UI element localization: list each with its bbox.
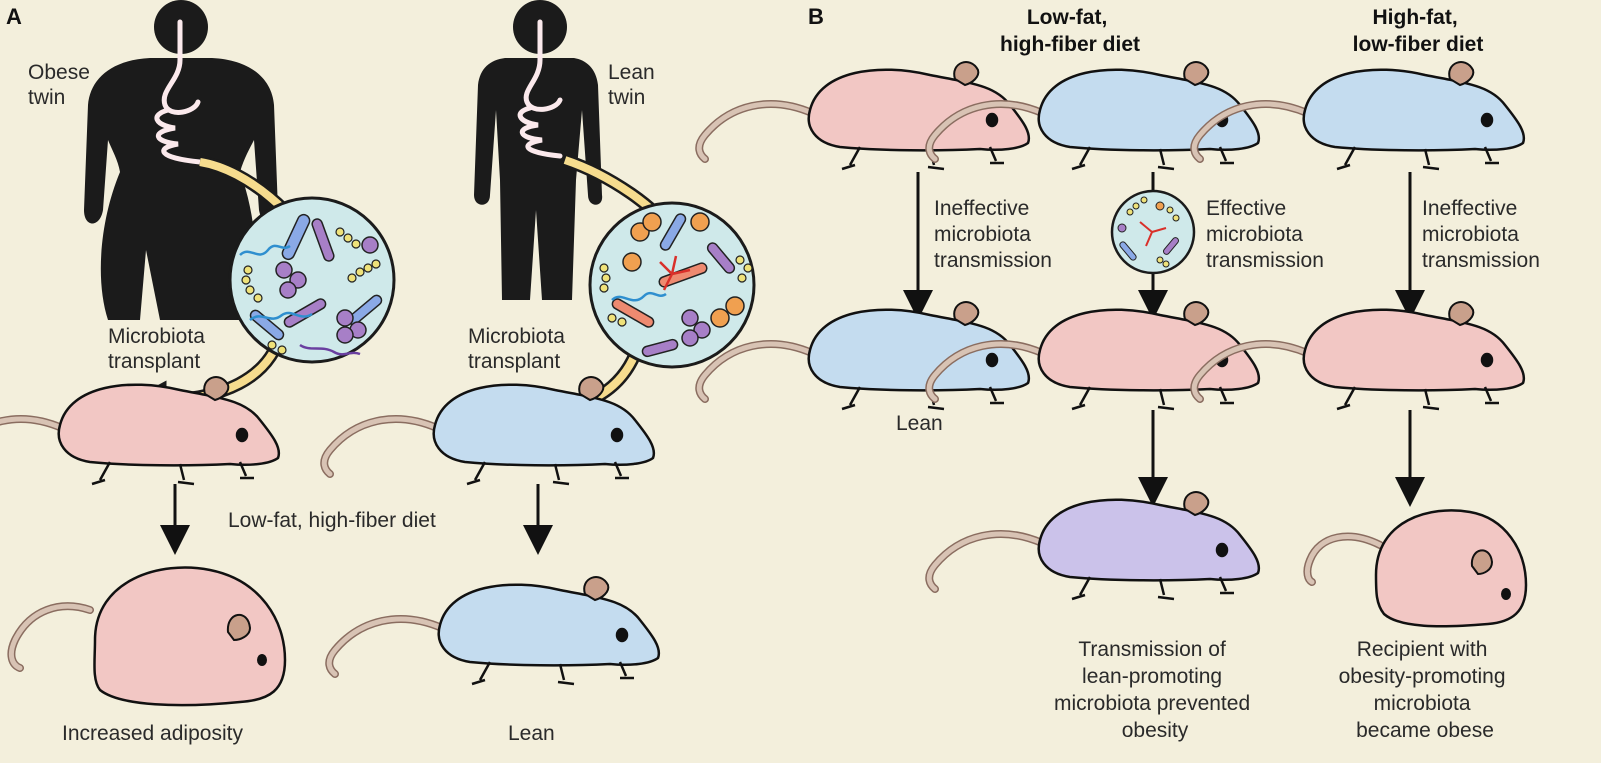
transplant-label-left: Microbiota transplant: [108, 325, 211, 373]
col2-outcome-label: Transmission of lean-promoting microbiot…: [1054, 638, 1256, 742]
transplant-label-right: Microbiota transplant: [468, 325, 571, 373]
mouse-a-obese-recipient: [0, 377, 279, 484]
col3-outcome-label: Recipient with obesity-promoting microbi…: [1339, 638, 1512, 742]
mouse-b-col2-outcome: [929, 492, 1259, 599]
header-high-fat: High-fat, low-fiber diet: [1353, 6, 1484, 56]
microbe-circle-effective: [1110, 189, 1196, 275]
panel-b-letter: B: [808, 4, 824, 29]
col1-arrow-label: Ineffective microbiota transmission: [934, 197, 1052, 272]
outcome-label-a-right: Lean: [508, 722, 555, 745]
mouse-a-obese-outcome: [7, 566, 287, 707]
mouse-b-col3-outcome: [1303, 509, 1528, 628]
diet-label-a: Low-fat, high-fiber diet: [228, 509, 436, 532]
header-low-fat: Low-fat, high-fiber diet: [1000, 6, 1140, 56]
mouse-b-col1-recipient: [699, 302, 1029, 409]
outcome-label-a-left: Increased adiposity: [62, 722, 243, 745]
lean-twin-label: Lean twin: [608, 61, 661, 109]
microbe-circle-lean: [588, 201, 756, 369]
mouse-a-lean-outcome: [329, 577, 659, 684]
microbe-circle-obese: [228, 196, 396, 364]
col2-arrow-label: Effective microbiota transmission: [1206, 197, 1324, 272]
col3-arrow-label: Ineffective microbiota transmission: [1422, 197, 1540, 272]
mouse-b-col1-donor: [699, 62, 1029, 169]
obese-twin-label: Obese twin: [28, 61, 96, 109]
col1-outcome-label: Lean: [896, 412, 943, 435]
panel-a-letter: A: [6, 4, 22, 29]
